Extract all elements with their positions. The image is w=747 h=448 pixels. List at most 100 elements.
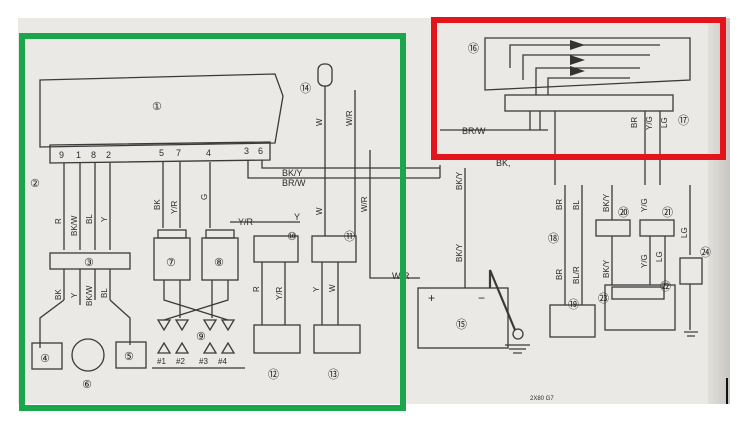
callout-14: ⑭ xyxy=(300,82,311,95)
callout-17: ⑰ xyxy=(678,114,689,127)
callout-24: ㉔ xyxy=(700,246,711,259)
unit-23 xyxy=(604,284,676,331)
callout-19: ⑲ xyxy=(568,298,579,311)
battery-minus: − xyxy=(478,291,485,305)
green-highlight-box xyxy=(19,33,406,411)
wire-label-bk-lower: BK xyxy=(54,289,63,300)
page-edge-mark xyxy=(726,378,728,404)
callout-9: ⑨ xyxy=(196,330,206,343)
igniter-box xyxy=(39,73,284,148)
wire-label-bl-18: BL xyxy=(572,200,581,210)
wire-label-g: G xyxy=(200,194,209,200)
wire-label-bk-y-battery-1: BK/Y xyxy=(455,171,464,190)
red-highlight-box xyxy=(431,17,726,160)
wire-label-y-lower: Y xyxy=(70,292,79,298)
callout-13: ⑬ xyxy=(328,368,339,381)
callout-10: ⑩ xyxy=(287,230,297,243)
switch-19 xyxy=(549,304,596,338)
wire-label-bk-truncated: BK, xyxy=(496,158,511,168)
gauge-16 xyxy=(484,37,691,91)
callout-16: ⑯ xyxy=(468,42,479,55)
terminal-5: 5 xyxy=(159,148,164,158)
wire-label-bk-y-battery-2: BK/Y xyxy=(455,243,464,262)
callout-1: ① xyxy=(152,100,162,113)
wire-label-y-g-gauge: Y/G xyxy=(645,116,654,130)
terminal-2: 2 xyxy=(106,150,111,160)
relay-20 xyxy=(595,219,631,237)
wire-label-y: Y xyxy=(100,216,109,222)
wire-label-bk-y-main: BK/Y xyxy=(282,168,303,178)
terminal-9: 9 xyxy=(59,150,64,160)
pickup-coil-4 xyxy=(31,342,63,370)
wire-label-y-r-coil: Y/R xyxy=(170,200,179,214)
wire-label-y-11: Y xyxy=(312,286,321,292)
spark-plug-1: #1 xyxy=(157,357,166,366)
wire-label-br-w-gauge: BR/W xyxy=(462,126,486,136)
wire-label-br-gauge: BR xyxy=(630,117,639,128)
wire-label-y-r-10: Y/R xyxy=(275,286,284,300)
wire-label-w-mid: W xyxy=(315,207,324,215)
page-footer: 2X80 G7 xyxy=(530,396,554,402)
callout-4: ④ xyxy=(40,352,50,365)
terminal-7: 7 xyxy=(176,148,181,158)
callout-21: ㉑ xyxy=(662,206,673,219)
terminal-4: 4 xyxy=(206,148,211,158)
wire-label-br-w-main: BR/W xyxy=(282,178,306,188)
wire-label-bk-y-23: BK/Y xyxy=(602,259,611,278)
sensor-6 xyxy=(71,338,105,372)
wire-label-r: R xyxy=(54,218,63,224)
spark-plug-2: #2 xyxy=(176,357,185,366)
wire-label-y-top: Y xyxy=(294,212,300,222)
wire-label-lg-gauge: LG xyxy=(660,117,669,128)
callout-8: ⑧ xyxy=(214,256,224,269)
wire-label-bl-lower: BL xyxy=(100,288,109,298)
callout-6: ⑥ xyxy=(82,378,92,391)
terminal-3: 3 xyxy=(244,146,249,156)
switch-11 xyxy=(311,235,357,263)
pickup-coil-5 xyxy=(115,341,147,369)
wire-label-bl: BL xyxy=(85,214,94,224)
callout-7: ⑦ xyxy=(166,256,176,269)
callout-3: ③ xyxy=(84,256,94,269)
wire-label-w-11: W xyxy=(328,284,337,292)
switch-10 xyxy=(253,235,299,263)
box-13 xyxy=(313,324,361,354)
battery-plus: + xyxy=(428,291,435,305)
callout-20: ⑳ xyxy=(618,206,629,219)
callout-23: ㉓ xyxy=(598,292,609,305)
wire-label-bk-y-20: BK/Y xyxy=(602,193,611,212)
callout-18: ⑱ xyxy=(548,232,559,245)
callout-22: ㉒ xyxy=(660,280,671,293)
connector-3 xyxy=(49,252,131,270)
wire-label-lg-24: LG xyxy=(680,227,689,238)
wire-label-bk-w: BK/W xyxy=(70,215,79,236)
callout-12: ⑫ xyxy=(268,368,279,381)
wire-label-bl-r: BL/R xyxy=(572,266,581,284)
wire-label-y-r: Y/R xyxy=(238,217,254,227)
wire-label-w-r-top: W/R xyxy=(345,110,354,126)
spark-plug-3: #3 xyxy=(199,357,208,366)
wire-label-bk-coil: BK xyxy=(153,199,162,210)
fuse-14 xyxy=(317,63,333,87)
wire-label-w-r-mid: W/R xyxy=(360,196,369,212)
wire-label-w-fuse: W xyxy=(315,118,324,126)
wire-label-y-g-21: Y/G xyxy=(640,198,649,212)
callout-15: ⑮ xyxy=(456,318,467,331)
manual-page xyxy=(18,18,730,404)
wire-label-bk-w-lower: BK/W xyxy=(85,285,94,306)
box-12 xyxy=(253,324,301,354)
igniter-connector xyxy=(49,141,271,164)
wire-label-br-19: BR xyxy=(555,269,564,280)
callout-2: ② xyxy=(30,177,40,190)
terminal-1: 1 xyxy=(76,150,81,160)
spark-plug-4: #4 xyxy=(218,357,227,366)
relay-21 xyxy=(639,219,675,237)
wire-label-lg-23: LG xyxy=(655,251,664,262)
battery-15 xyxy=(417,287,509,349)
callout-11: ⑪ xyxy=(344,230,355,243)
terminal-8: 8 xyxy=(91,150,96,160)
wire-label-r-10: R xyxy=(252,286,261,292)
wire-label-br-18: BR xyxy=(555,199,564,210)
